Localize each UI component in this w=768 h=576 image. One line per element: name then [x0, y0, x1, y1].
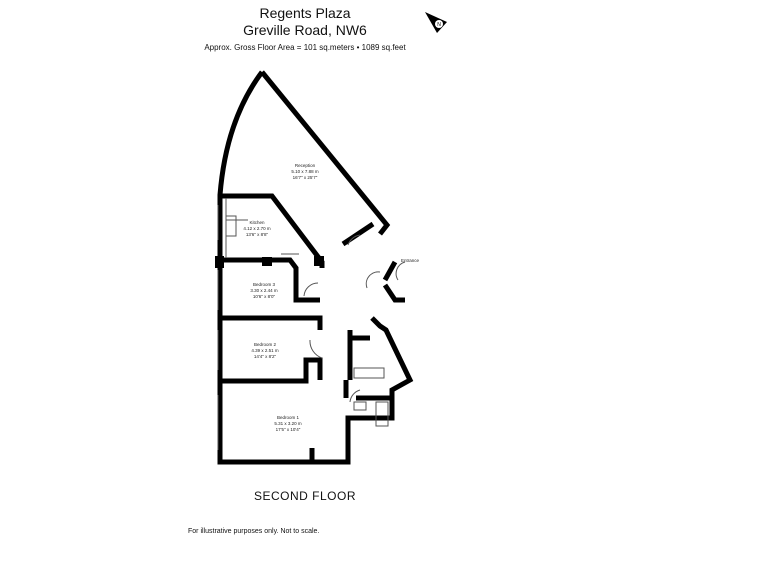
- walls: [215, 70, 414, 465]
- title-line-2: Greville Road, NW6: [243, 22, 367, 38]
- compass-label: N: [437, 22, 441, 28]
- room-imperial: 16'7" x 25'7": [293, 175, 318, 180]
- floor-area: Approx. Gross Floor Area = 101 sq.meters…: [204, 43, 406, 52]
- room-imperial: 14'4" x 8'2": [254, 354, 277, 359]
- room-name: Bedroom 2: [254, 342, 277, 347]
- room-imperial: 13'6" x 8'8": [246, 232, 269, 237]
- floor-label: SECOND FLOOR: [253, 489, 356, 503]
- disclaimer: For illustrative purposes only. Not to s…: [188, 528, 320, 535]
- room-reception: Reception 5.10 x 7.88 m 16'7" x 25'7": [291, 163, 319, 180]
- room-metric: 3.30 x 2.44 m: [250, 288, 278, 293]
- room-name: Bedroom 1: [277, 415, 300, 420]
- room-bedroom-1: Bedroom 1 5.31 x 3.20 m 17'5" x 10'4": [274, 415, 302, 432]
- room-imperial: 17'5" x 10'4": [276, 427, 301, 432]
- room-name: Reception: [295, 163, 316, 168]
- room-bedroom-2: Bedroom 2 4.39 x 2.51 m 14'4" x 8'2": [251, 342, 279, 359]
- room-metric: 4.12 x 2.70 m: [243, 226, 271, 231]
- title-line-1: Regents Plaza: [259, 5, 351, 21]
- room-name: Bedroom 3: [253, 282, 276, 287]
- room-name: Kitchen: [249, 220, 265, 225]
- room-bedroom-3: Bedroom 3 3.30 x 2.44 m 10'6" x 8'0": [250, 282, 278, 299]
- room-metric: 5.10 x 7.88 m: [291, 169, 319, 174]
- room-metric: 4.39 x 2.51 m: [251, 348, 279, 353]
- entrance-label: Entrance: [401, 258, 420, 263]
- room-metric: 5.31 x 3.20 m: [274, 421, 302, 426]
- north-arrow-icon: N: [425, 12, 447, 33]
- room-kitchen: Kitchen 4.12 x 2.70 m 13'6" x 8'8": [243, 220, 271, 237]
- room-imperial: 10'6" x 8'0": [253, 294, 276, 299]
